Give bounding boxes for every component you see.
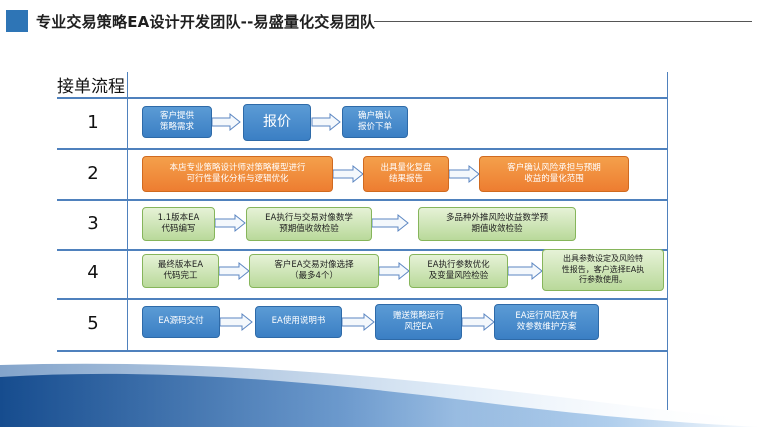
step-r4-final-code: 最终版本EA 代码完工 <box>142 254 219 288</box>
step-r5-manual: EA使用说明书 <box>255 306 342 338</box>
arrow-r3-1 <box>214 213 246 233</box>
table-line-top <box>57 97 667 99</box>
bottom-wave-decoration <box>0 363 760 427</box>
step-r3-expectation-check: EA执行与交易对像数学 预期值收敛检验 <box>246 207 372 241</box>
arrow-r4-1 <box>218 261 250 281</box>
arrow-r5-1 <box>219 312 253 332</box>
step-r4-param-optimization: EA执行参数优化 及变量风险检验 <box>409 254 508 288</box>
step-r1-quote: 报价 <box>243 104 311 141</box>
step-r1-customer-requirements: 客户提供 策略需求 <box>142 106 212 138</box>
header-accent-square <box>6 10 28 32</box>
step-r5-maintenance-plan: EA运行风控及有 效参数维护方案 <box>494 304 599 340</box>
arrow-r5-2 <box>341 312 375 332</box>
table-right-border <box>667 72 668 410</box>
arrow-r4-2 <box>378 261 410 281</box>
table-title: 接单流程 <box>57 77 125 97</box>
step-r5-risk-ea-gift: 赠送策略运行 风控EA <box>375 304 462 340</box>
step-r4-instrument-selection: 客户EA交易对像选择 （最多4个） <box>249 254 379 288</box>
table-column-divider <box>127 72 128 352</box>
arrow-r1-1 <box>211 112 241 132</box>
table-line-4 <box>57 298 667 300</box>
step-r5-source-delivery: EA源码交付 <box>142 306 220 338</box>
table-line-2 <box>57 199 667 201</box>
row-number-1: 1 <box>87 112 99 133</box>
step-r1-confirm-order: 确户确认 报价下单 <box>342 106 408 138</box>
row-number-2: 2 <box>87 163 99 184</box>
page-title: 专业交易策略EA设计开发团队--易盛量化交易团队 <box>36 13 376 31</box>
arrow-r2-2 <box>448 164 480 184</box>
arrow-r5-3 <box>461 312 495 332</box>
row-number-5: 5 <box>87 313 99 334</box>
step-r3-multi-asset-check: 多品种外推风险收益数学预 期值收敛检验 <box>418 207 576 241</box>
header-divider <box>374 21 752 22</box>
step-r2-risk-confirmation: 客户确认风险承担与预期 收益的量化范围 <box>479 156 629 192</box>
arrow-r1-2 <box>311 112 341 132</box>
step-r2-backtest-report: 出具量化复盘 结果报告 <box>363 156 449 192</box>
arrow-r2-1 <box>332 164 364 184</box>
row-number-4: 4 <box>87 262 99 283</box>
table-line-bottom <box>57 350 667 352</box>
step-r3-code-v11: 1.1版本EA 代码编写 <box>142 207 215 241</box>
table-line-1 <box>57 148 667 150</box>
arrow-r4-3 <box>507 261 543 281</box>
row-number-3: 3 <box>87 213 99 234</box>
step-r4-param-report: 出具参数设定及风险特 性报告，客户选择EA执 行参数使用。 <box>542 249 664 291</box>
table-line-3 <box>57 249 667 251</box>
step-r2-strategy-analysis: 本店专业策略设计师对策略模型进行 可行性量化分析与逻辑优化 <box>142 156 333 192</box>
arrow-r3-2 <box>371 213 409 233</box>
